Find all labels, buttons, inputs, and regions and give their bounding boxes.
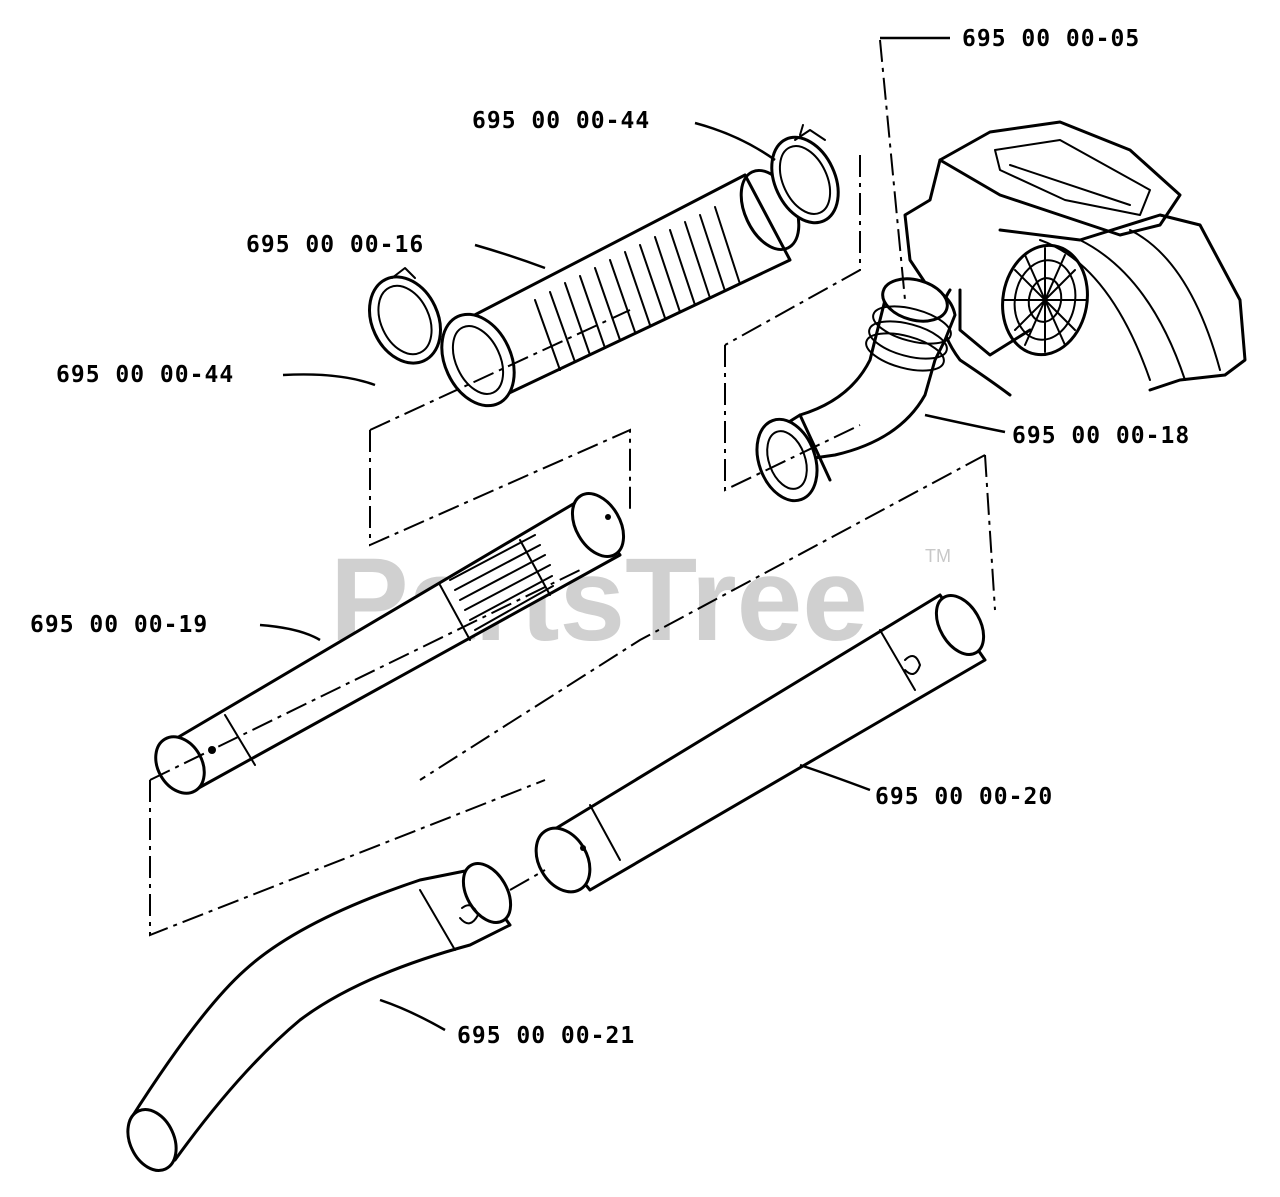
nozzle-part-21	[126, 862, 513, 1172]
part-label-05: 695 00 00-05	[962, 26, 1140, 52]
part-labels: 695 00 00-05 695 00 00-44 695 00 00-16 6…	[30, 26, 1190, 1049]
tube-part-20	[534, 593, 987, 894]
elbow-part-18	[755, 277, 957, 503]
leader-lines	[259, 36, 1006, 1032]
part-label-44-upper: 695 00 00-44	[472, 108, 650, 134]
part-label-20: 695 00 00-20	[875, 784, 1053, 810]
flex-hose-part-16	[440, 168, 801, 408]
assembly-guide-lines	[149, 39, 996, 937]
clamp-part-44-upper	[770, 124, 840, 225]
blower-housing	[903, 120, 1247, 397]
part-label-16: 695 00 00-16	[246, 232, 424, 258]
part-label-19: 695 00 00-19	[30, 612, 208, 638]
part-label-18: 695 00 00-18	[1012, 423, 1190, 449]
watermark-trademark: TM	[925, 546, 951, 566]
part-label-44-lower: 695 00 00-44	[56, 362, 234, 388]
clamp-part-44-lower	[368, 267, 442, 365]
part-label-21: 695 00 00-21	[457, 1023, 635, 1049]
